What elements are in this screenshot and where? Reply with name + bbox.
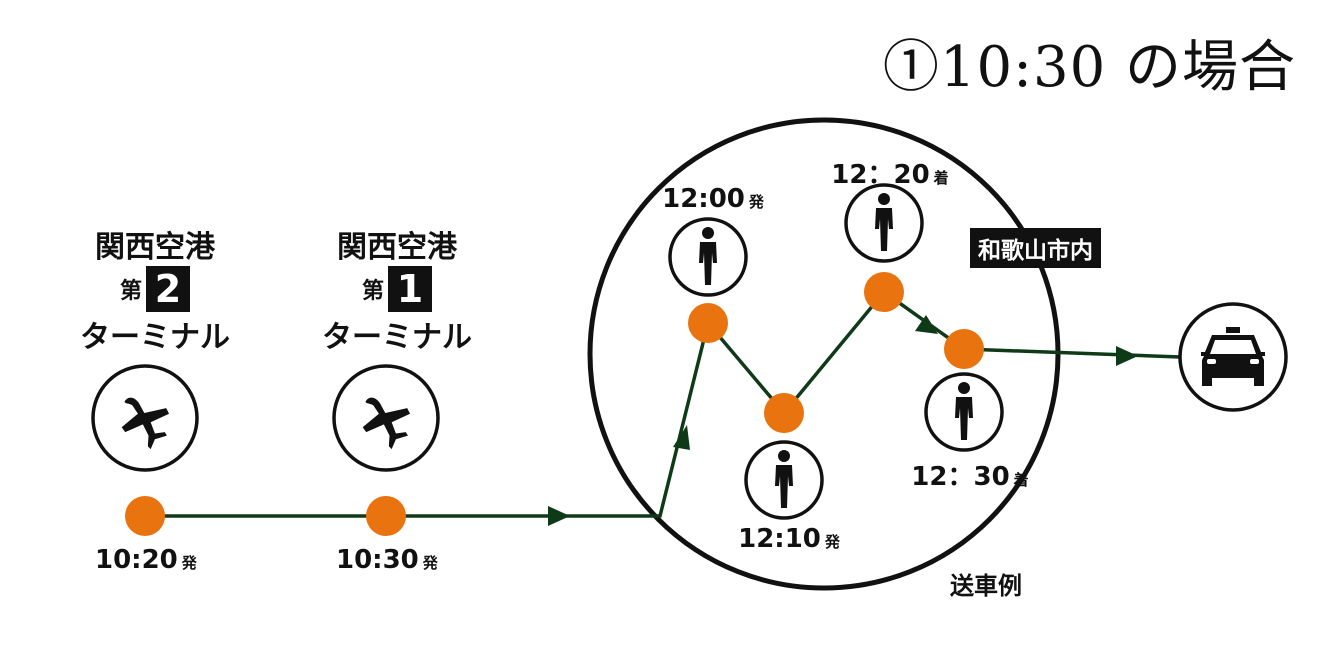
stop-1230-time-suffix: 着 bbox=[1013, 471, 1029, 489]
terminal-2-time-suffix: 発 bbox=[181, 554, 197, 572]
arrow-head bbox=[1116, 346, 1138, 366]
terminal-1-label: 関西空港 第 1 ターミナル bbox=[312, 222, 482, 356]
area-label: 和歌山市内 bbox=[970, 228, 1101, 268]
node-stop-1200 bbox=[688, 303, 728, 343]
node-stop-1210 bbox=[764, 393, 804, 433]
node-stop-1230 bbox=[944, 329, 984, 369]
stop-1220-time-suffix: 着 bbox=[933, 169, 949, 187]
stop-1200-time-suffix: 発 bbox=[748, 193, 764, 211]
terminal-2-label: 関西空港 第 2 ターミナル bbox=[70, 222, 240, 356]
airplane-icon bbox=[332, 364, 440, 472]
terminal-2-time-value: 10:20 bbox=[95, 545, 178, 575]
route-arrows bbox=[548, 315, 1138, 526]
person-icon bbox=[744, 440, 824, 520]
person-icon bbox=[668, 217, 748, 297]
terminal-1-airport-name: 関西空港 bbox=[337, 230, 457, 265]
terminal-1-dai: 第 bbox=[361, 279, 384, 304]
stop-1210-time-value: 12:10 bbox=[738, 524, 821, 554]
stop-1230-time-value: 12：30 bbox=[911, 462, 1010, 492]
stop-1210-time-suffix: 発 bbox=[824, 533, 840, 551]
stop-1200-time-value: 12:00 bbox=[662, 184, 745, 214]
terminal-1-time-suffix: 発 bbox=[422, 554, 438, 572]
person-icon bbox=[844, 183, 924, 263]
taxi-icon bbox=[1178, 302, 1288, 412]
node-terminal-2 bbox=[125, 496, 165, 536]
route-nodes bbox=[125, 272, 984, 536]
terminal-1-time-value: 10:30 bbox=[336, 545, 419, 575]
terminal-2-dai: 第 bbox=[119, 279, 142, 304]
page-title: ①10:30 の場合 bbox=[882, 35, 1296, 100]
person-icon bbox=[924, 372, 1004, 452]
node-terminal-1 bbox=[366, 496, 406, 536]
terminal-1-suffix: ターミナル bbox=[322, 320, 472, 355]
terminal-2-number-row: 第 2 bbox=[70, 266, 240, 312]
airplane-icon bbox=[91, 364, 199, 472]
node-stop-1220 bbox=[864, 272, 904, 312]
diagram-caption: 送車例 bbox=[950, 572, 1022, 600]
arrow-head bbox=[673, 425, 690, 450]
arrow-head bbox=[548, 506, 570, 526]
terminal-2-airport-name: 関西空港 bbox=[95, 230, 215, 265]
arrow-head bbox=[915, 315, 938, 334]
terminal-2-suffix: ターミナル bbox=[80, 320, 230, 355]
stop-1220-time-value: 12：20 bbox=[831, 160, 930, 190]
terminal-1-number: 1 bbox=[388, 266, 432, 312]
terminal-1-number-row: 第 1 bbox=[312, 266, 482, 312]
terminal-2-number: 2 bbox=[146, 266, 190, 312]
